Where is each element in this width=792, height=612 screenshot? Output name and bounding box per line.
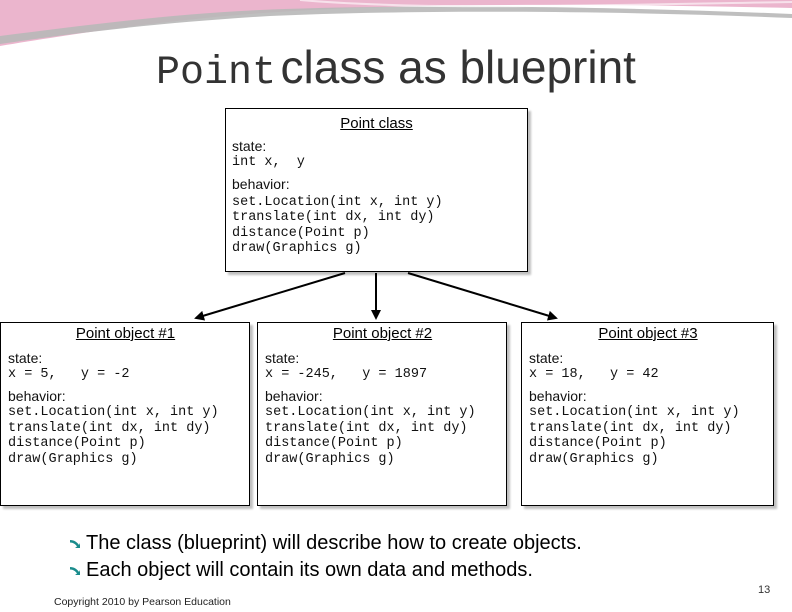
object-state-label: state:	[265, 350, 300, 366]
class-method: set.Location(int x, int y)	[232, 194, 443, 210]
object-state-label: state:	[8, 350, 43, 366]
object-behavior-label: behavior:	[265, 388, 323, 404]
object-methods: set.Location(int x, int y) translate(int…	[8, 405, 219, 467]
class-state-label: state:	[232, 138, 267, 154]
object-y-value: y = -2	[80, 367, 130, 382]
bullet-arrow-icon	[70, 566, 80, 575]
bullet-list: The class (blueprint) will describe how …	[68, 530, 582, 584]
class-behavior-label: behavior:	[232, 175, 290, 192]
bullet-text: The class (blueprint) will describe how …	[86, 532, 582, 554]
arrow-to-object-1	[194, 272, 346, 321]
class-fields: int x, y	[232, 155, 305, 170]
object-header: Point object #2	[332, 325, 433, 342]
class-methods: set.Location(int x, int y) translate(int…	[232, 195, 521, 257]
slide-title: Point class as blueprint	[0, 40, 792, 96]
object-x-value: x = 18,	[529, 367, 586, 382]
copyright-notice: Copyright 2010 by Pearson Education	[54, 596, 231, 608]
bullet-arrow-icon	[70, 539, 80, 548]
object-header: Point object #3	[598, 325, 698, 342]
bullet-text: Each object will contain its own data an…	[86, 559, 533, 581]
object-state-label: state:	[529, 350, 564, 366]
class-method: draw(Graphics g)	[232, 241, 362, 256]
bullet-item: Each object will contain its own data an…	[68, 557, 582, 584]
page-number: 13	[758, 584, 771, 596]
object-x-value: x = -245,	[265, 367, 338, 382]
object-methods: set.Location(int x, int y) translate(int…	[529, 405, 740, 467]
class-box-header: Point class	[340, 115, 413, 132]
object-x-value: x = 5,	[8, 367, 57, 382]
title-mono-part: Point	[156, 51, 277, 96]
object-box-3: Point object #3 state: x = 18, y = 42 be…	[521, 322, 774, 506]
object-box-1: Point object #1 state: x = 5, y = -2 beh…	[0, 322, 250, 506]
class-method: distance(Point p)	[232, 225, 370, 241]
class-method: translate(int dx, int dy)	[232, 210, 435, 225]
bullet-item: The class (blueprint) will describe how …	[68, 530, 582, 557]
object-y-value: y = 42	[610, 367, 659, 382]
object-header: Point object #1	[75, 325, 176, 342]
object-box-2: Point object #2 state: x = -245, y = 189…	[257, 322, 507, 506]
title-sans-part: class as blueprint	[280, 41, 636, 93]
header-banner	[0, 0, 792, 46]
class-box: Point class state: int x, y behavior: se…	[225, 108, 528, 272]
arrow-to-object-3	[407, 272, 558, 321]
object-behavior-label: behavior:	[529, 388, 587, 404]
object-behavior-label: behavior:	[8, 388, 66, 404]
object-methods: set.Location(int x, int y) translate(int…	[265, 405, 476, 467]
object-y-value: y = 1897	[362, 367, 428, 382]
